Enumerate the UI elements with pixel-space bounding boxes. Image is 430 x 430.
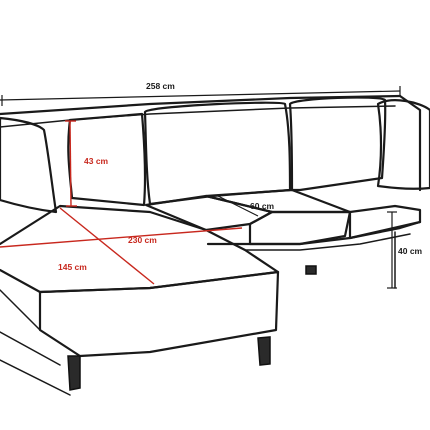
backrest-inner-edge <box>0 105 396 128</box>
chaise <box>0 204 280 396</box>
throw-pillow-right <box>376 99 430 190</box>
back-cushions <box>0 96 430 214</box>
label-chaise-length: 230 cm <box>128 235 157 245</box>
chaise-left-edge <box>0 289 41 331</box>
dim-line-seat-depth <box>217 195 259 217</box>
dimension-seat-depth <box>217 195 259 217</box>
dim-line-chaise-width <box>59 207 155 285</box>
chaise-top-surface <box>0 204 280 294</box>
label-back-height: 43 cm <box>84 156 109 166</box>
sofa-legs <box>67 265 317 391</box>
seat-cushion-far-right <box>348 204 422 240</box>
dimension-total-width <box>0 86 401 106</box>
label-total-width: 258 cm <box>146 81 175 91</box>
chaise-left-base <box>0 359 71 396</box>
chaise-left-base-2 <box>0 331 61 366</box>
back-cushion-middle <box>143 101 292 206</box>
back-cushion-right <box>288 96 387 192</box>
label-chaise-width: 145 cm <box>58 262 87 272</box>
seat-cushions <box>144 188 422 251</box>
base-front-edge <box>244 233 411 251</box>
leg-back-middle <box>305 265 317 275</box>
leg-front-left <box>67 355 81 391</box>
back-cushion-left <box>67 112 147 207</box>
label-seat-depth: 60 cm <box>250 201 275 211</box>
chaise-front-face <box>38 270 280 358</box>
dimension-chaise-length <box>0 227 243 248</box>
dimension-seat-height <box>387 211 397 289</box>
dim-line-total-width <box>0 90 401 101</box>
backrest-right-side <box>398 94 422 192</box>
label-seat-height: 40 cm <box>398 246 423 256</box>
dimension-back-height <box>65 120 77 207</box>
throw-pillow-left <box>0 116 58 214</box>
dimension-chaise-width <box>59 207 155 285</box>
sofa-frame <box>0 94 422 289</box>
dim-line-back-height <box>69 120 72 207</box>
dim-line-chaise-length <box>0 227 243 248</box>
leg-front-right <box>257 336 271 366</box>
